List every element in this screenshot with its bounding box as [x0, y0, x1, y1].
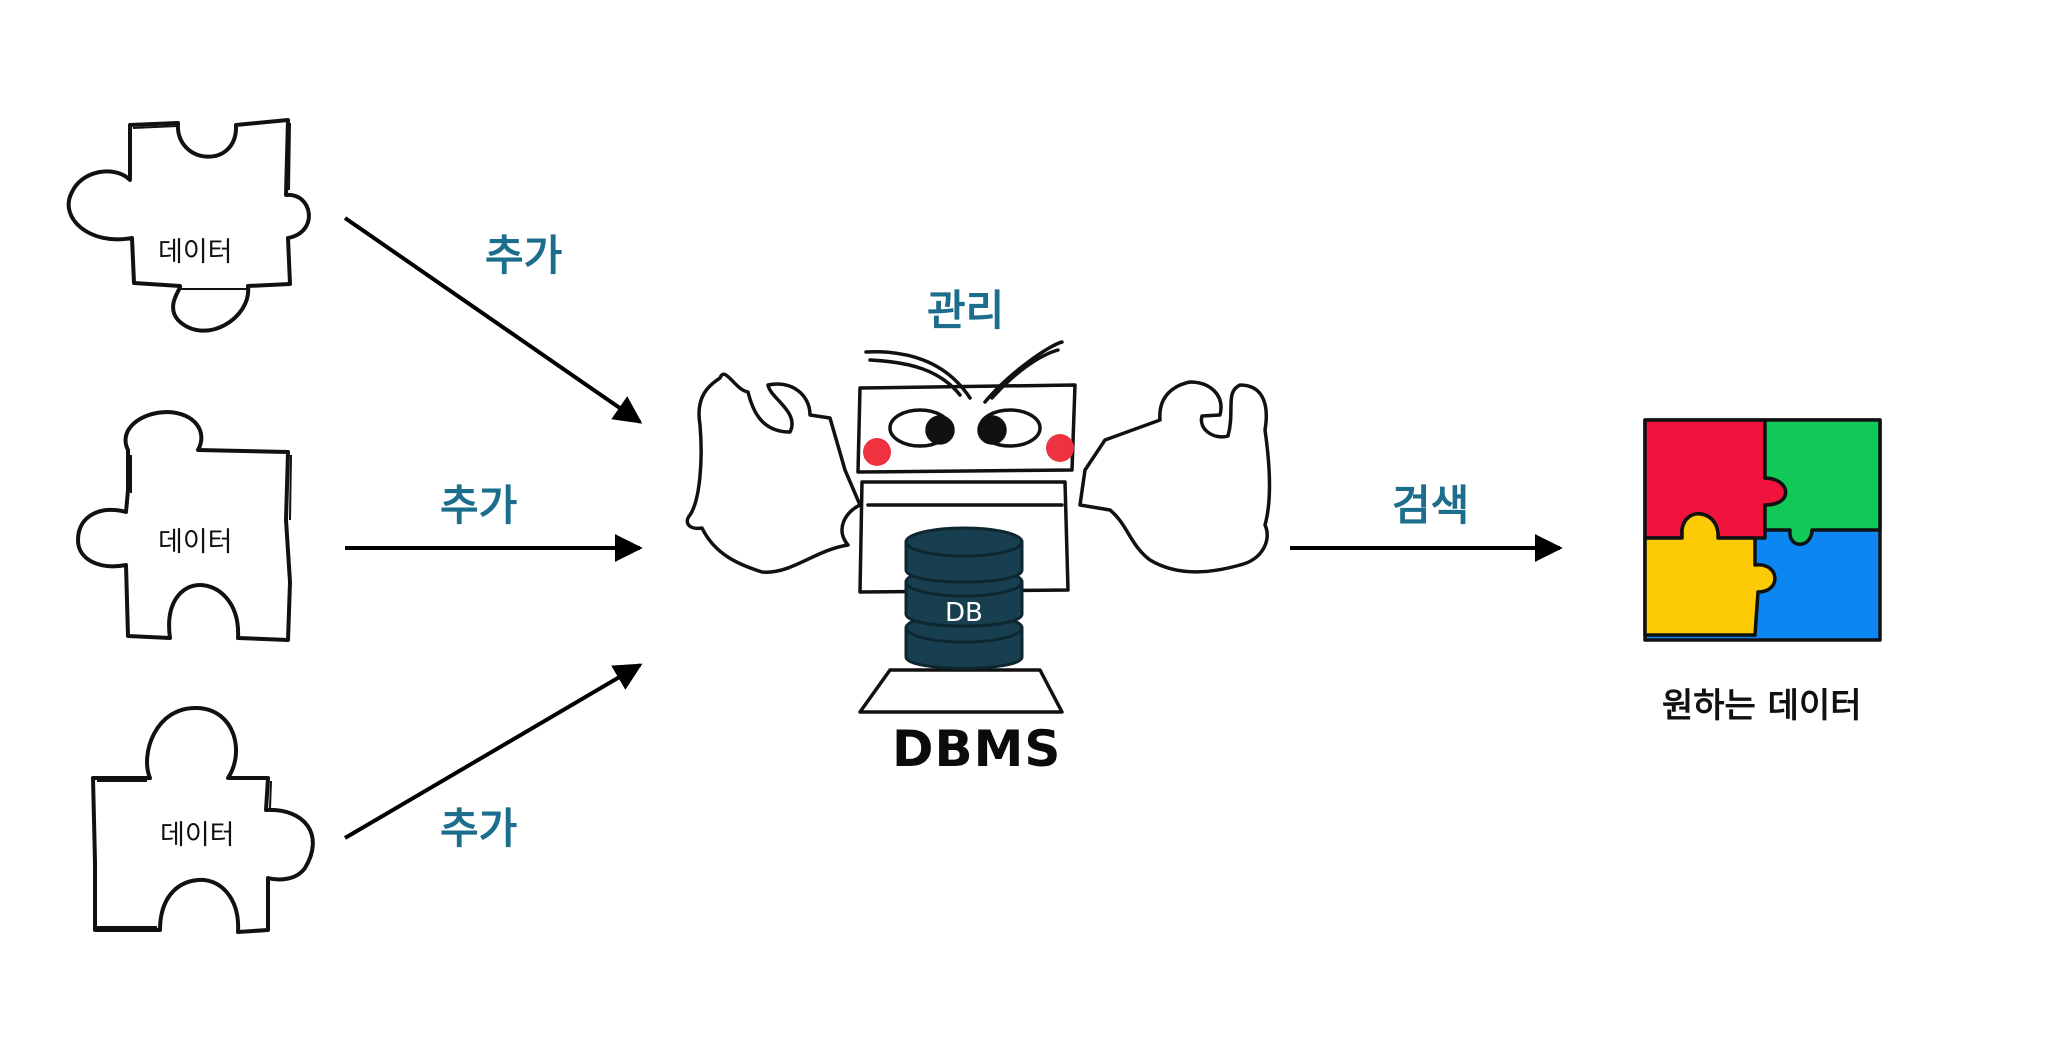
puzzle-piece-icon	[91, 705, 315, 934]
puzzle-piece-icon	[76, 410, 292, 642]
input-data-label-3: 데이터	[160, 820, 235, 851]
result-label: 원하는 데이터	[1662, 686, 1862, 726]
add-action-label-3: 추가	[440, 804, 518, 853]
database-cylinder-icon	[904, 526, 1024, 670]
add-action-label-1: 추가	[485, 231, 563, 280]
completed-puzzle-icon	[1643, 418, 1882, 642]
input-data-label-1: 데이터	[158, 237, 233, 268]
input-data-label-2: 데이터	[158, 527, 233, 558]
add-action-label-2: 추가	[440, 481, 518, 530]
strong-robot-icon	[685, 340, 1272, 714]
manage-action-label: 관리	[927, 286, 1005, 335]
puzzle-piece-icon	[66, 118, 311, 333]
dbms-label: DBMS	[892, 720, 1062, 778]
search-action-label: 검색	[1392, 481, 1470, 530]
arrow-icon	[343, 216, 1563, 840]
db-label: DB	[945, 598, 983, 628]
